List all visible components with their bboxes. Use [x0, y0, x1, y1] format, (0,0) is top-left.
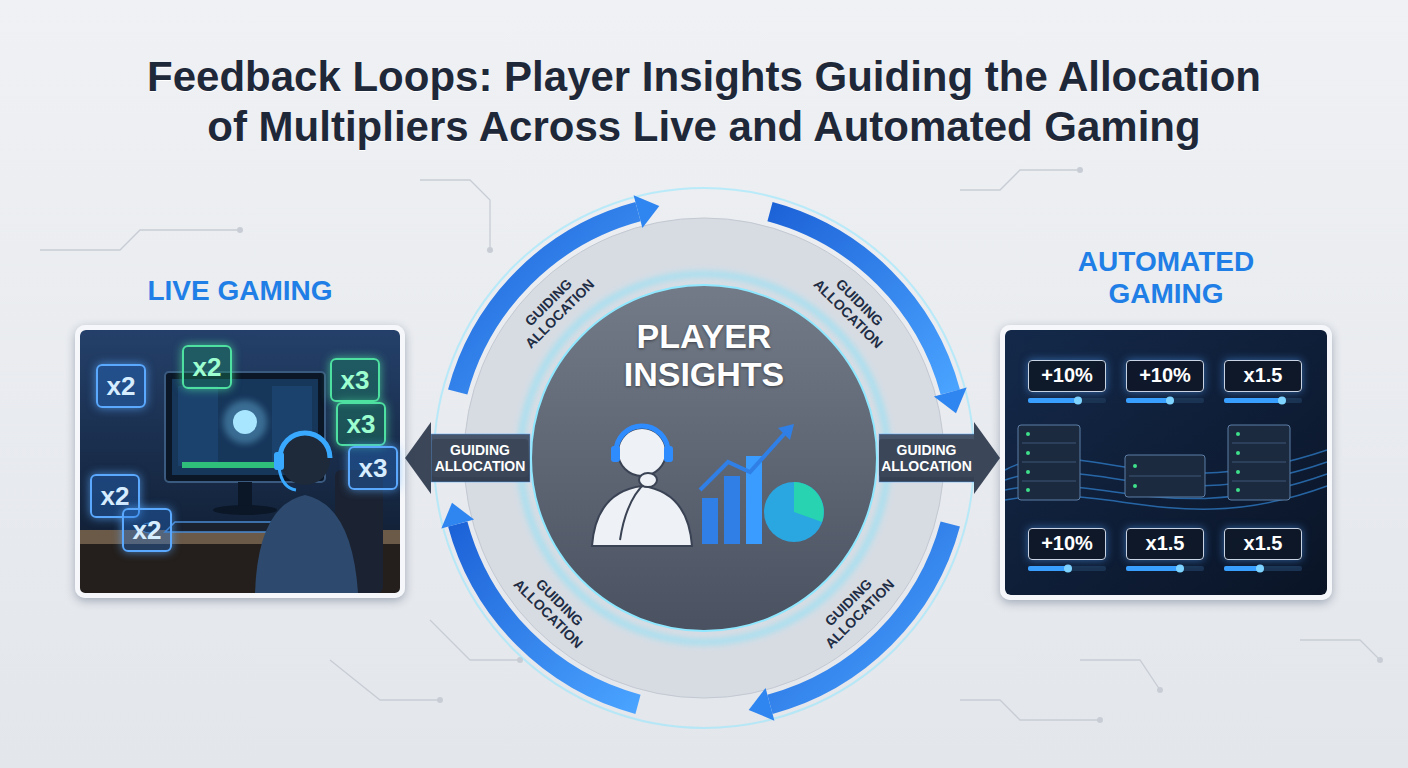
- circuit-lines: [40, 170, 1380, 720]
- allocation-arrow: [405, 422, 530, 494]
- multiplier-tile: +10%: [1126, 360, 1204, 392]
- arrow-head: [405, 422, 431, 494]
- circle-title: PLAYER INSIGHTS: [574, 317, 834, 393]
- multiplier-badge: x2: [122, 508, 172, 552]
- circle-fill: [531, 285, 877, 631]
- edge-label: GUIDING ALLOCATION: [879, 439, 975, 477]
- multiplier-badge: x3: [336, 402, 386, 446]
- thinking-person-icon: [592, 426, 692, 546]
- multiplier-badge: x2: [96, 364, 146, 408]
- chart-icon: [700, 424, 824, 544]
- multiplier-tile: x1.5: [1224, 528, 1302, 560]
- multiplier-badge: x2: [182, 345, 232, 389]
- multiplier-tile: x1.5: [1126, 528, 1204, 560]
- multiplier-tile: x1.5: [1224, 360, 1302, 392]
- circuit-dots: [237, 167, 1383, 723]
- multiplier-badge: x3: [348, 446, 398, 490]
- diagram-title: Feedback Loops: Player Insights Guiding …: [129, 52, 1279, 152]
- multiplier-badge: x3: [330, 358, 380, 402]
- arrow-head: [974, 422, 1000, 494]
- arrow-shaft: [879, 434, 975, 482]
- multiplier-tile: +10%: [1028, 528, 1106, 560]
- panel-heading: AUTOMATED GAMING: [1036, 246, 1296, 310]
- player-insights-circle: PLAYER INSIGHTS: [529, 283, 879, 633]
- live-gaming-scene: [80, 330, 400, 593]
- panel-heading: LIVE GAMING: [80, 275, 400, 307]
- arrow-shaft: [431, 434, 530, 482]
- edge-label: GUIDING ALLOCATION: [432, 439, 528, 477]
- automated-gaming-scene: [1005, 330, 1327, 595]
- multiplier-tile: +10%: [1028, 360, 1106, 392]
- allocation-arrow: [879, 422, 1000, 494]
